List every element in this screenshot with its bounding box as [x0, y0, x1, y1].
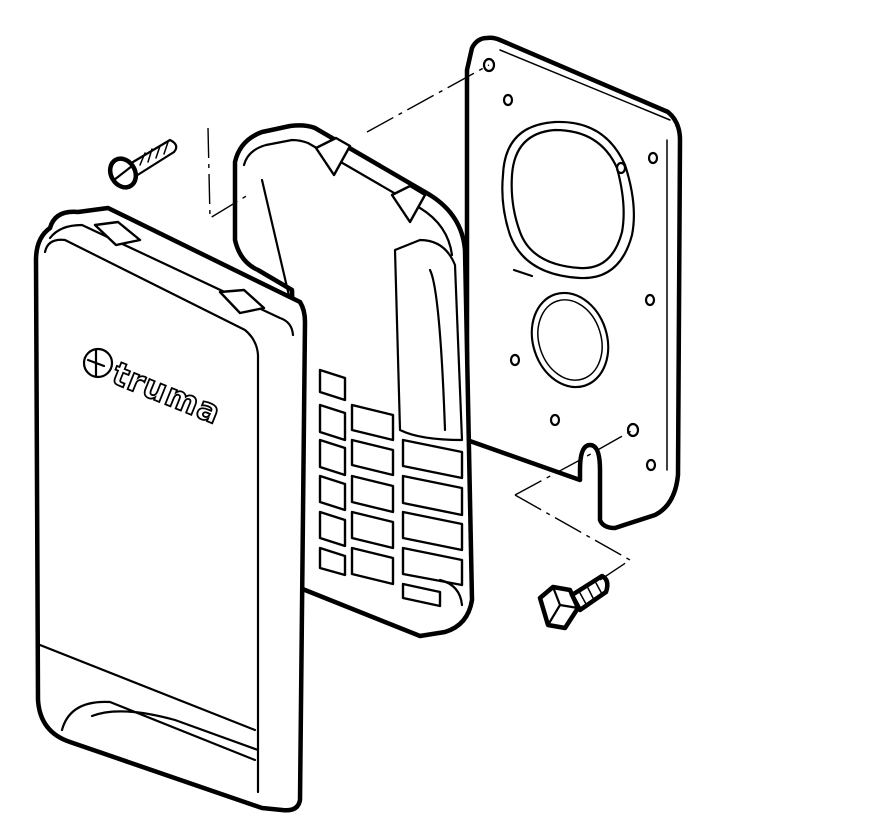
grille-frame — [232, 123, 475, 639]
louver-slots — [318, 368, 464, 608]
hex-bolt — [537, 573, 610, 631]
assembly-guide-lines — [207, 64, 634, 581]
front-cover: truma — [33, 205, 308, 813]
wood-screw — [107, 138, 178, 190]
mounting-plate — [464, 35, 683, 531]
